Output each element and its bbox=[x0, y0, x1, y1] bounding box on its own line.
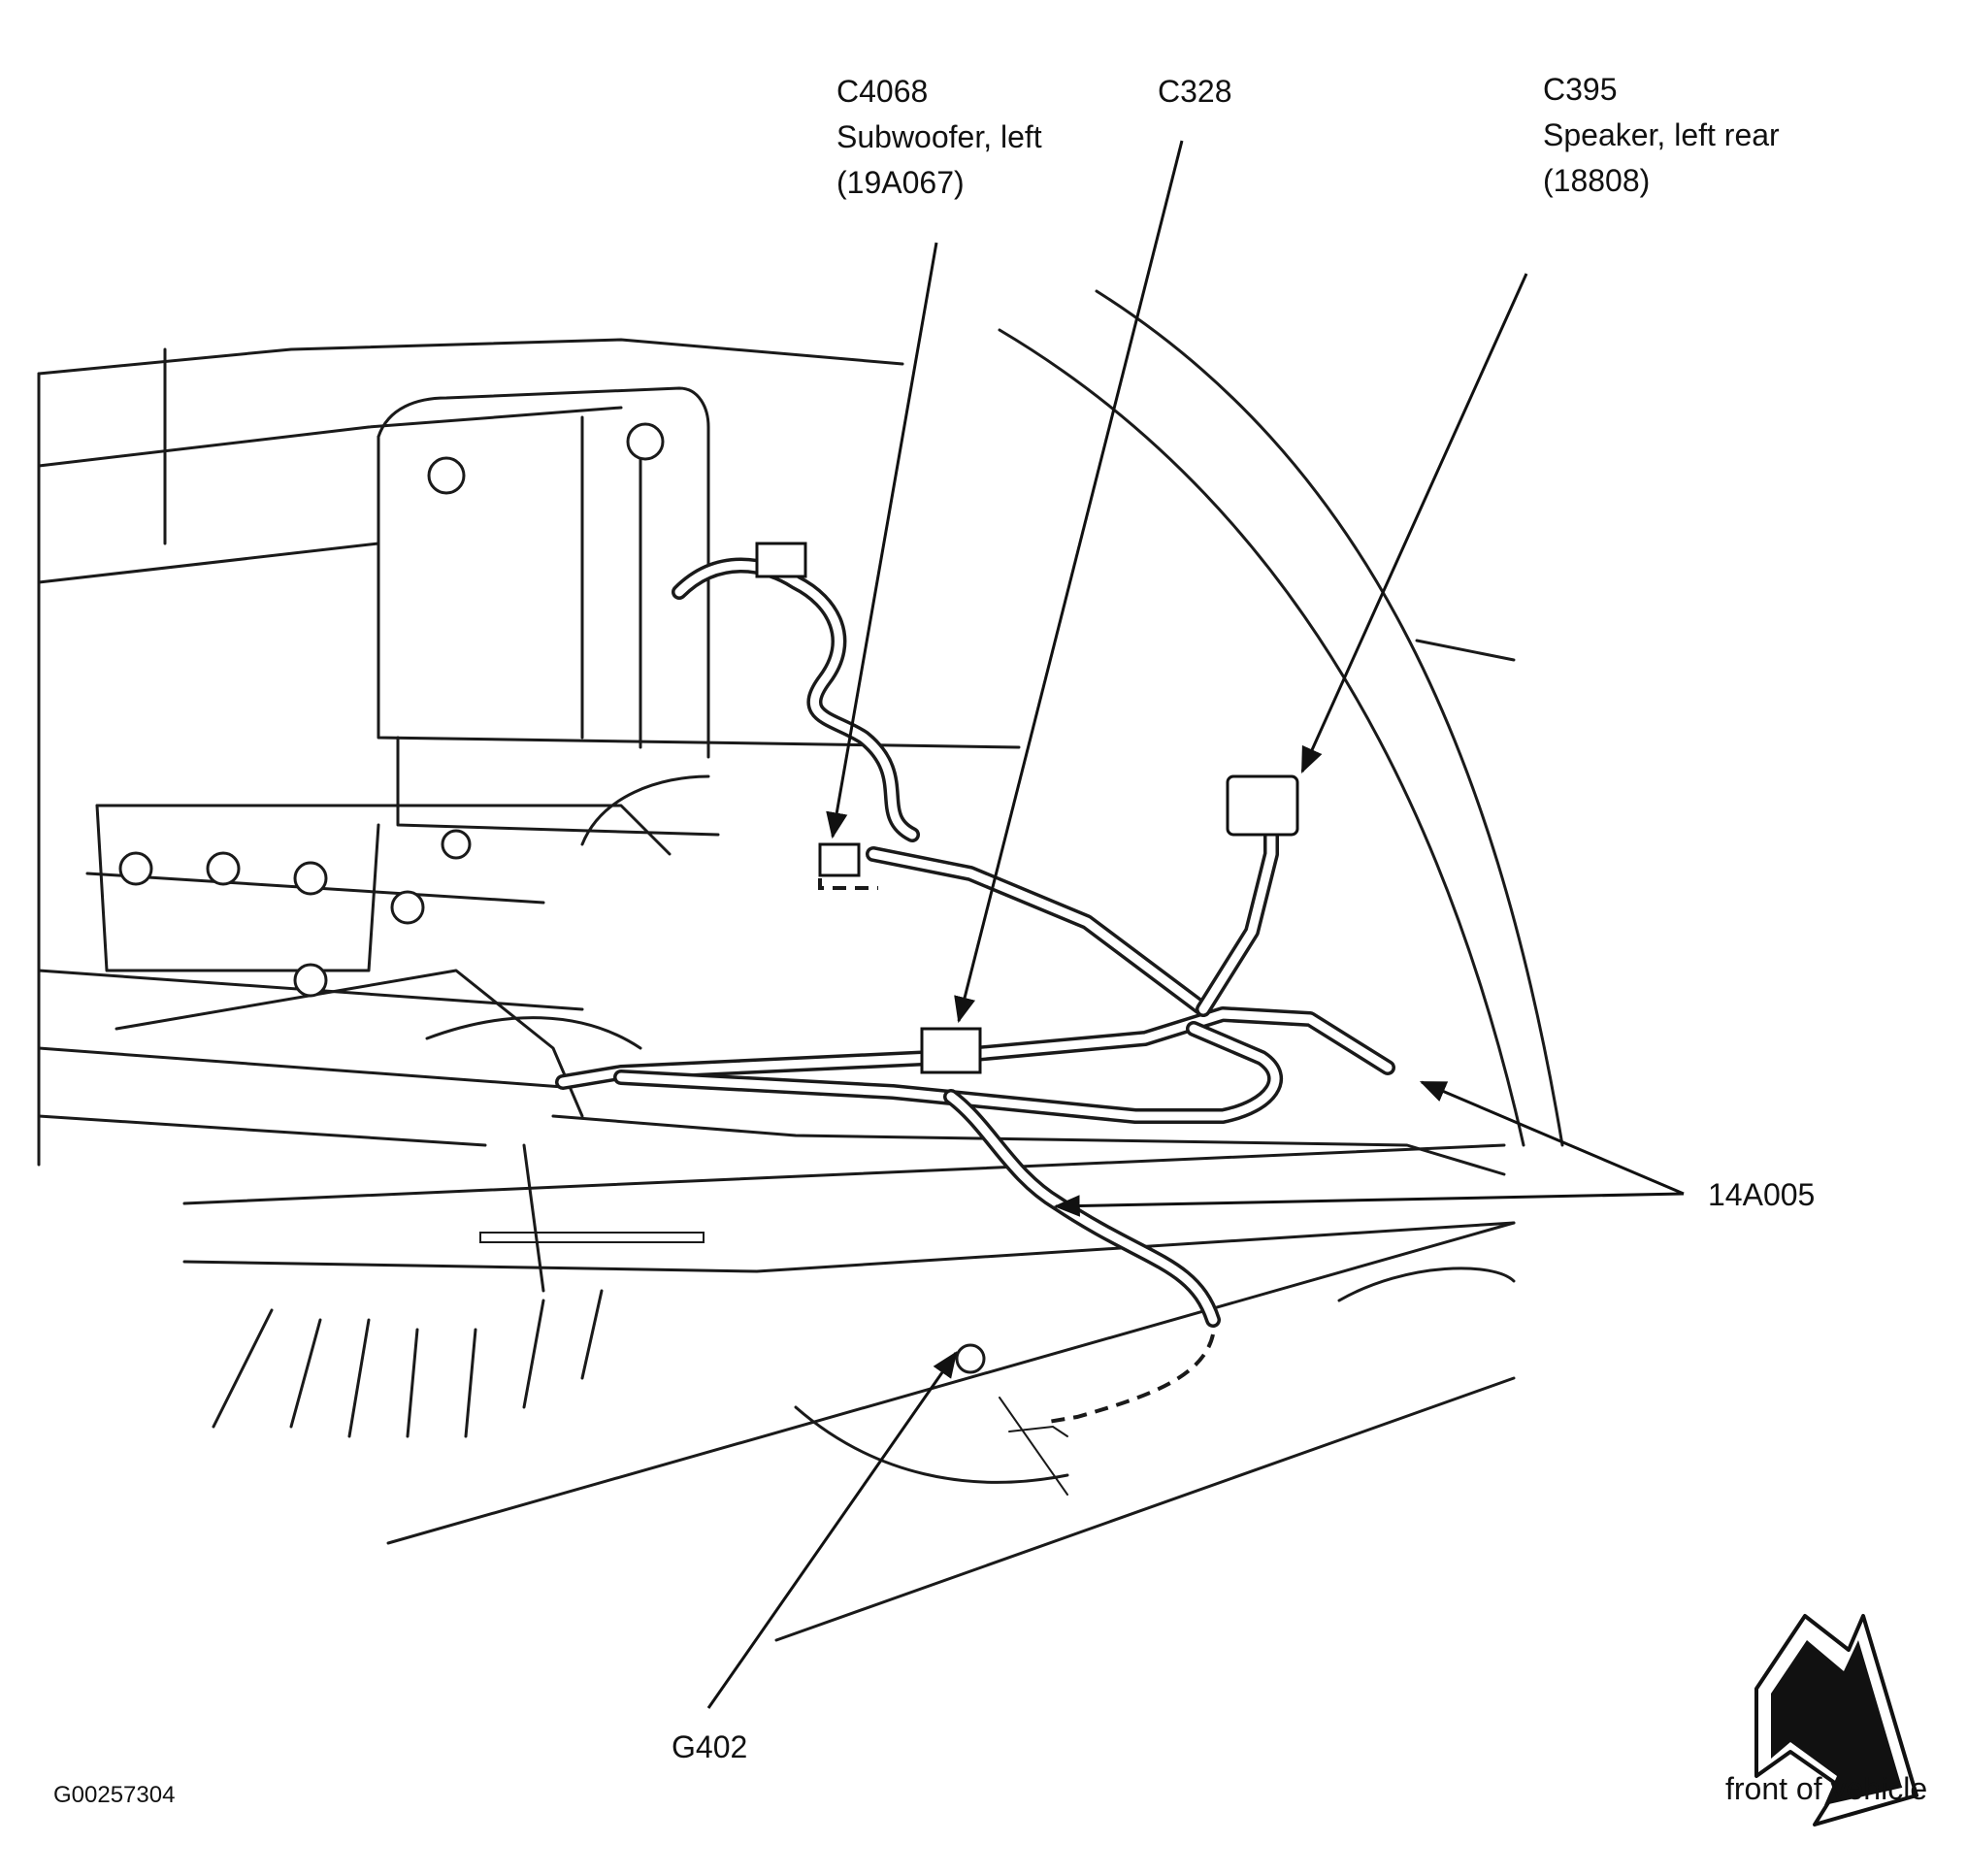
bolt-icon bbox=[390, 890, 425, 925]
bolt-icon bbox=[293, 963, 328, 998]
callout-c395-part: (18808) bbox=[1543, 163, 1651, 198]
vehicle-body-structure bbox=[37, 289, 1564, 1642]
front-of-vehicle-label: front of vehicle bbox=[1725, 1771, 1928, 1806]
callout-c4068-desc: Subwoofer, left bbox=[836, 119, 1042, 154]
callout-c395-desc: Speaker, left rear bbox=[1543, 117, 1780, 152]
callout-g402: G402 bbox=[672, 1725, 747, 1770]
bolt-icon bbox=[206, 851, 241, 886]
leader-14a005-a bbox=[1419, 1080, 1685, 1196]
ground-bolt-icon bbox=[955, 1343, 986, 1374]
callout-c4068-part: (19A067) bbox=[836, 165, 965, 200]
bolt-icon bbox=[626, 422, 665, 461]
leader-lines bbox=[706, 140, 1685, 1709]
connector-clip bbox=[755, 542, 807, 578]
callout-c395-id: C395 bbox=[1543, 72, 1618, 107]
callout-c4068-id: C4068 bbox=[836, 74, 929, 109]
callout-c395: C395 Speaker, left rear (18808) bbox=[1543, 67, 1780, 204]
callout-c328-id: C328 bbox=[1158, 74, 1232, 109]
callout-g402-id: G402 bbox=[672, 1729, 748, 1764]
bolt-icon bbox=[427, 456, 466, 495]
bolt-icon bbox=[441, 829, 472, 860]
wiring-harness bbox=[555, 542, 1395, 1496]
callout-c4068: C4068 Subwoofer, left (19A067) bbox=[836, 69, 1042, 206]
callout-c328: C328 bbox=[1158, 69, 1232, 115]
bolt-icon bbox=[293, 861, 328, 896]
callout-14a005-id: 14A005 bbox=[1708, 1177, 1816, 1212]
figure-id: G00257304 bbox=[53, 1782, 176, 1808]
leader-14a005-b bbox=[1053, 1192, 1685, 1217]
connector-c395 bbox=[1226, 774, 1299, 837]
mounting-plate bbox=[95, 422, 665, 998]
leader-c4068 bbox=[826, 242, 938, 839]
leader-g402 bbox=[706, 1351, 958, 1709]
splice-c328 bbox=[920, 1027, 982, 1074]
leader-c328 bbox=[954, 140, 1184, 1024]
bolt-icon bbox=[118, 851, 153, 886]
callout-14a005: 14A005 bbox=[1708, 1172, 1815, 1218]
leader-c395 bbox=[1300, 273, 1528, 774]
connector-c4068 bbox=[818, 842, 861, 877]
direction-arrow-icon bbox=[1754, 1614, 1918, 1827]
